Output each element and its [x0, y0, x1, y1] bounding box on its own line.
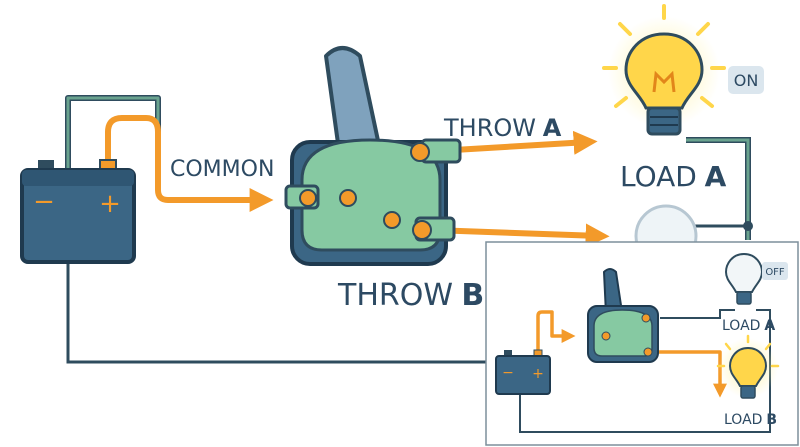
inset-battery-plus: +: [532, 366, 544, 382]
inset-battery-minus: −: [502, 365, 514, 381]
toggle-switch-main: [284, 46, 462, 266]
on-badge-label: ON: [734, 71, 759, 90]
on-badge: [728, 66, 764, 94]
bulb-load-a-on: [602, 4, 726, 136]
common-label: COMMON: [170, 157, 274, 182]
battery-minus-label: −: [33, 187, 55, 217]
throw-a-label: THROW A: [443, 114, 562, 142]
load-a-label: LOAD A: [620, 160, 727, 193]
off-badge-label: OFF: [765, 267, 785, 278]
battery-main: − +: [20, 159, 136, 264]
battery-plus-label: +: [99, 189, 121, 219]
throw-b-label: THROW B: [337, 278, 484, 313]
switch-lever: [324, 46, 382, 160]
inset-panel: − + OFF LOAD A LOAD B: [485, 241, 799, 446]
inset-load-a-label: LOAD A: [722, 317, 775, 334]
inset-load-b-label: LOAD B: [724, 411, 777, 428]
